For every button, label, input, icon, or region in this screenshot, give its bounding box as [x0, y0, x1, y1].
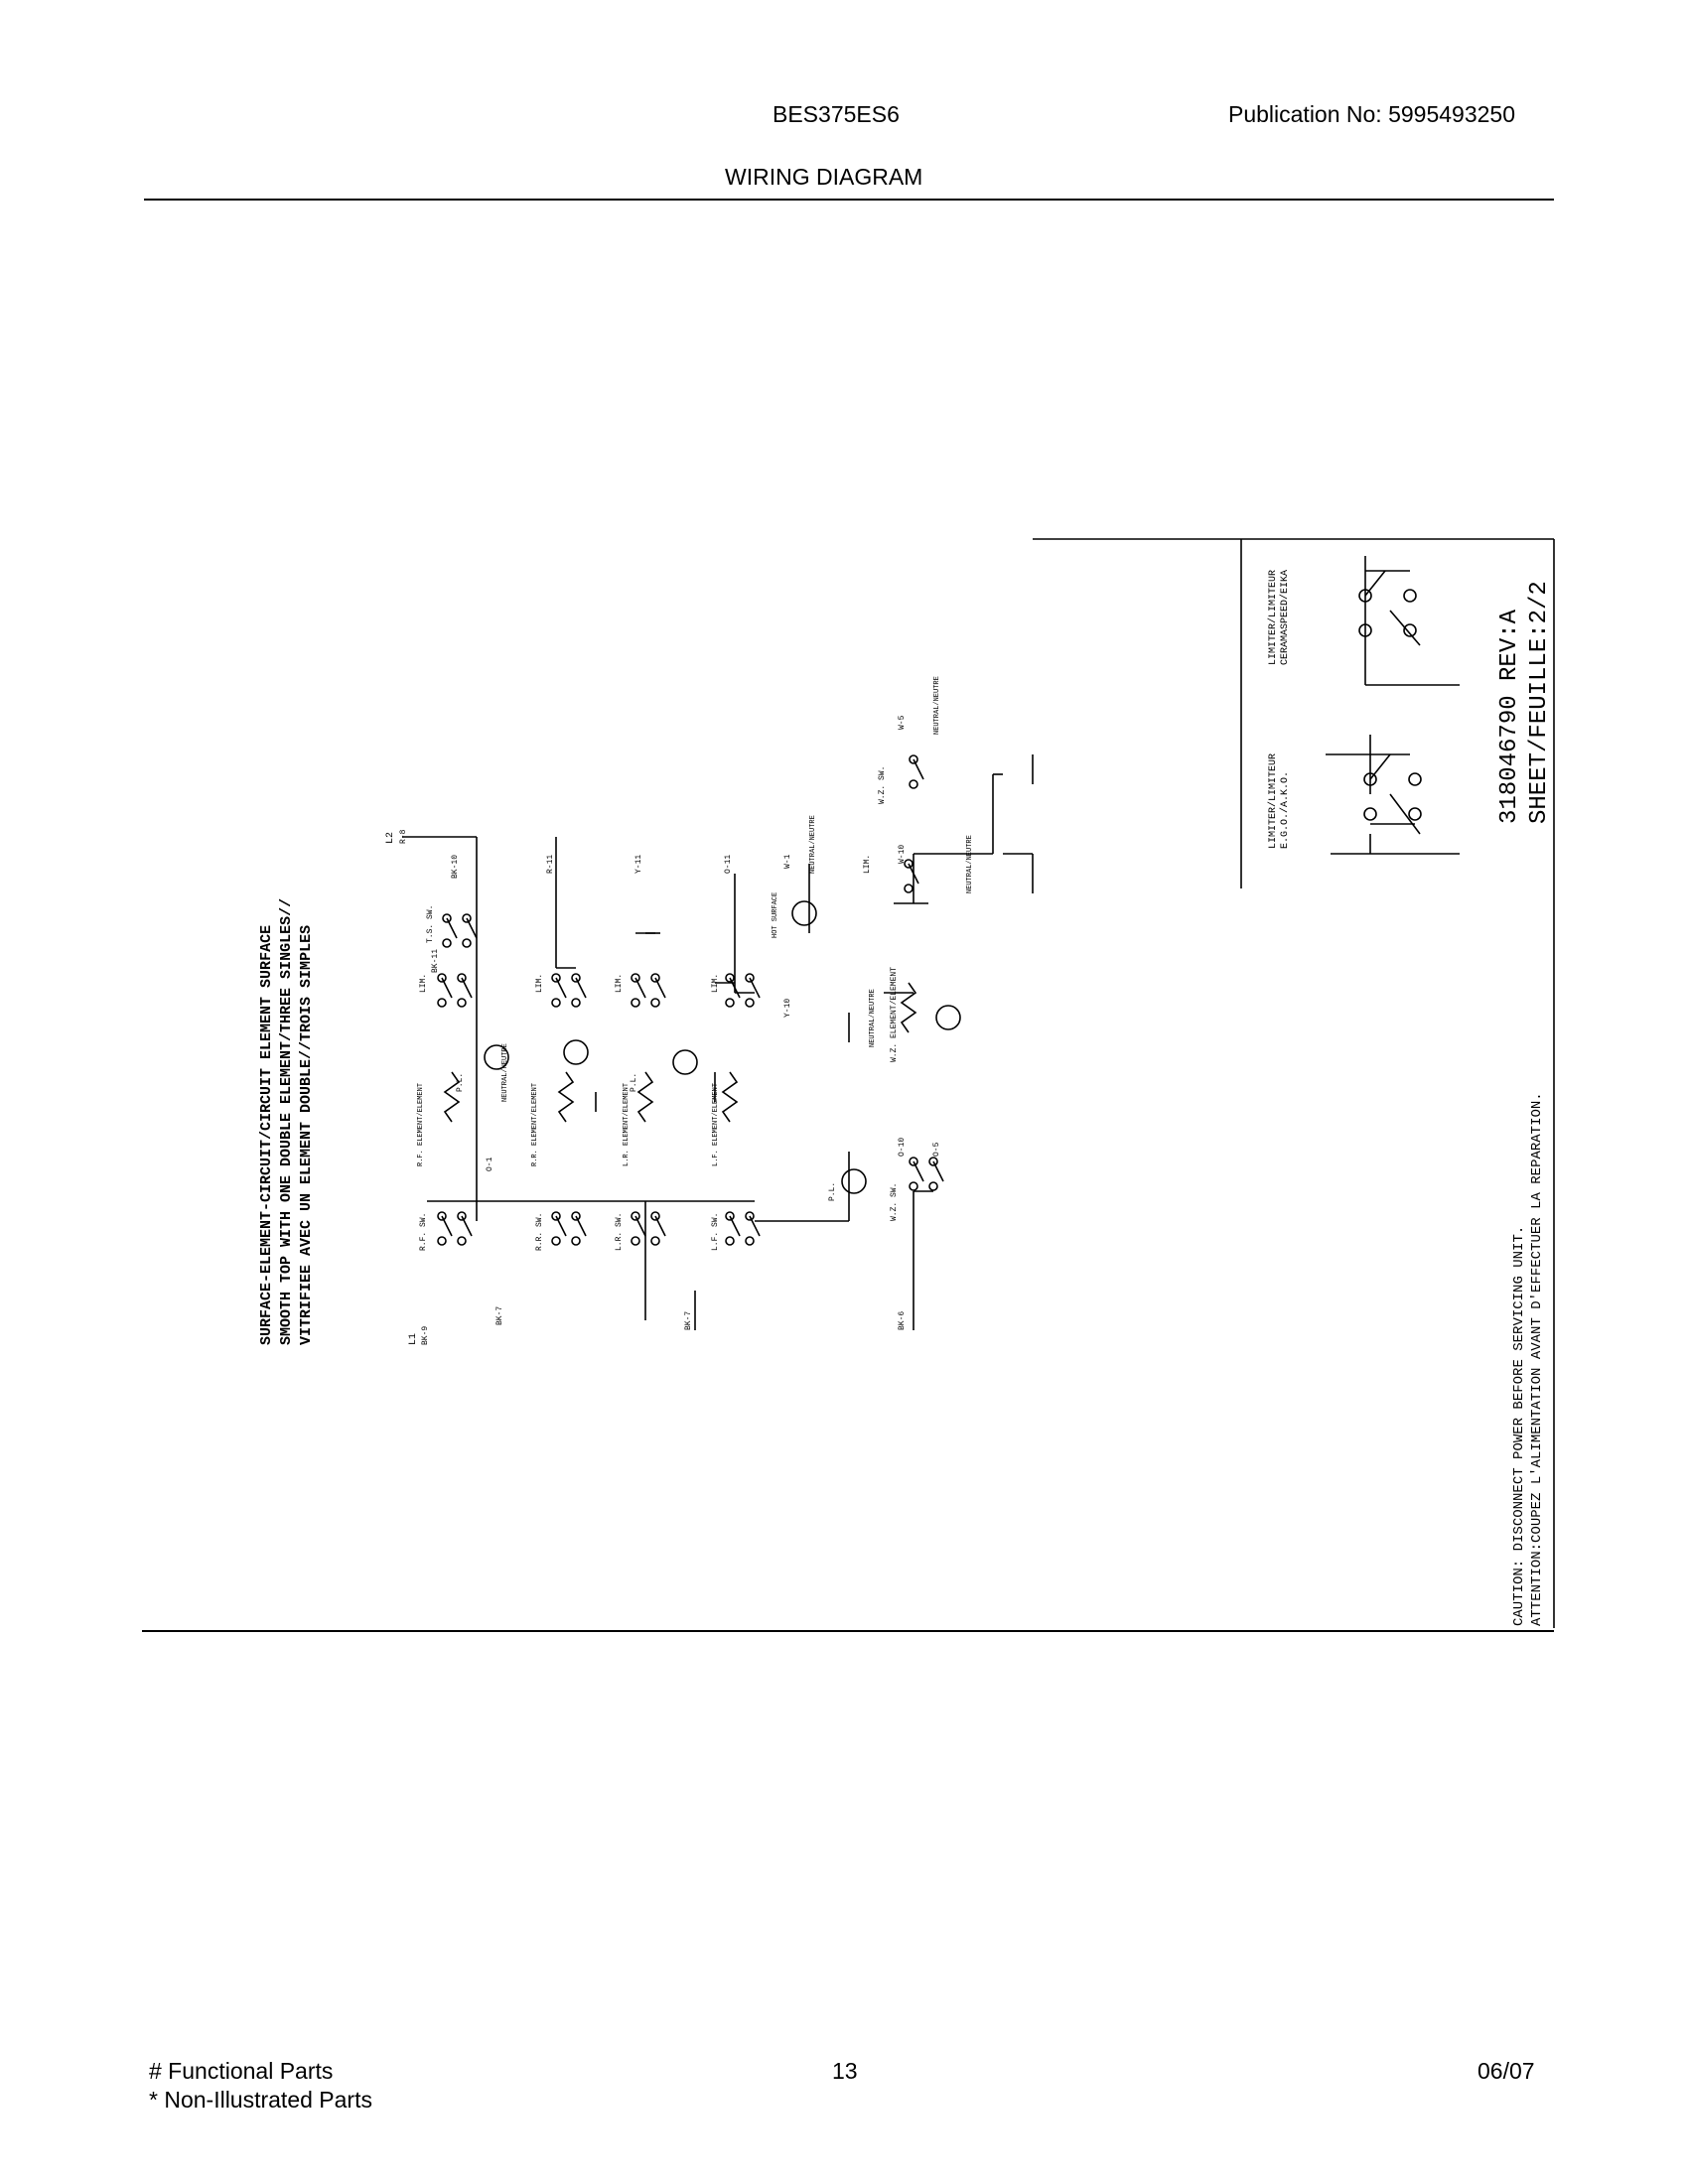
wz-lim: [904, 859, 919, 893]
label-bk7: BK-7: [495, 1306, 504, 1325]
model-number: BES375ES6: [773, 101, 900, 127]
rf-switch: [437, 1211, 473, 1246]
label-neutral-5: NEUTRAL/NEUTRE: [966, 835, 974, 893]
footer-date: 06/07: [1477, 2058, 1535, 2084]
wz-element-zigzag: [900, 982, 917, 1033]
page-title: WIRING DIAGRAM: [725, 164, 923, 190]
limiter-ceram-line-2: CERAMASPEED/EIKA: [1279, 570, 1291, 665]
label-neutral-4: NEUTRAL/NEUTRE: [933, 676, 941, 735]
label-r11: R-11: [546, 855, 555, 874]
attention-text: ATTENTION:COUPEZ L'ALIMENTATION AVANT D'…: [1529, 1092, 1545, 1626]
diagram-title-line-3: VITRIFIEE AVEC UN ELEMENT DOUBLE//TROIS …: [298, 925, 315, 1345]
label-pl-2: P.L.: [630, 1073, 638, 1092]
diagram-title-line-2: SMOOTH TOP WITH ONE DOUBLE ELEMENT/THREE…: [278, 898, 295, 1345]
wz-sw-upper: [909, 754, 924, 789]
rr-element-zigzag: [557, 1071, 575, 1123]
limiter-ego-line-1: LIMITER/LIMITEUR: [1267, 753, 1279, 849]
label-lf-sw: L.F. SW.: [711, 1213, 720, 1251]
label-o1: O-1: [486, 1157, 494, 1171]
label-r8: R-8: [399, 829, 408, 844]
rr-pilot-lamp: [563, 1039, 589, 1065]
label-bk9: BK-9: [421, 1326, 430, 1345]
label-w5: W-5: [898, 715, 907, 730]
label-lim-4: LIM.: [711, 974, 720, 993]
label-y10: Y-10: [783, 999, 792, 1018]
label-lim-5: LIM.: [863, 855, 872, 874]
label-lim-1: LIM.: [419, 974, 428, 993]
header-rule: [144, 199, 1554, 201]
diagram-title-line-1: SURFACE-ELEMENT-CIRCUIT/CIRCUIT ELEMENT …: [258, 925, 275, 1345]
rr-limiter: [551, 973, 587, 1008]
label-pl-1: P.L.: [456, 1073, 465, 1092]
rf-pilot-lamp: [484, 1044, 509, 1070]
label-neutral-1: NEUTRAL/NEUTRE: [501, 1043, 509, 1102]
pl-lamp: [841, 1168, 867, 1194]
hot-surface-lamp: [791, 900, 817, 926]
label-bk7b: BK-7: [684, 1311, 693, 1330]
lr-limiter: [631, 973, 666, 1008]
lf-switch: [725, 1211, 761, 1246]
wz-pilot-lamp: [935, 1005, 961, 1030]
footer-non-illustrated-parts: * Non-Illustrated Parts: [149, 2087, 372, 2113]
label-o5: O-5: [932, 1142, 941, 1157]
publication-number: Publication No: 5995493250: [1228, 101, 1516, 127]
lf-element-zigzag: [721, 1071, 739, 1123]
rf-element-zigzag: [443, 1071, 461, 1123]
ego-limiter-drawing: [1326, 735, 1460, 855]
label-rr-element: R.R. ELEMENT/ELEMENT: [531, 1083, 539, 1166]
label-pl-3: P.L.: [828, 1182, 837, 1201]
label-neutral-2: NEUTRAL/NEUTRE: [809, 815, 817, 874]
ts-switch: [442, 913, 478, 948]
label-o10: O-10: [898, 1138, 907, 1157]
lr-element-zigzag: [636, 1071, 654, 1123]
limiter-ego-line-2: E.G.O./A.K.O.: [1279, 771, 1291, 849]
caution-text: CAUTION: DISCONNECT POWER BEFORE SERVICI…: [1511, 1226, 1527, 1626]
label-rr-sw: R.R. SW.: [535, 1213, 544, 1251]
label-y11: Y-11: [634, 855, 643, 874]
wz-switch: [909, 1157, 944, 1191]
label-l2: L2: [385, 832, 396, 844]
label-wz-sw: W.Z. SW.: [890, 1183, 899, 1221]
label-rf-sw: R.F. SW.: [419, 1213, 428, 1251]
rf-limiter: [437, 973, 473, 1008]
label-neutral-3: NEUTRAL/NEUTRE: [869, 989, 877, 1047]
label-wz-element: W.Z. ELEMENT/ELEMENT: [890, 967, 899, 1062]
label-ts-sw: T.S. SW.: [426, 905, 435, 943]
label-rf-element: R.F. ELEMENT/ELEMENT: [417, 1083, 425, 1166]
label-bk11: BK-11: [431, 949, 440, 973]
document-number: 318046790 REV:A: [1496, 609, 1523, 824]
footer-functional-parts: # Functional Parts: [149, 2058, 334, 2084]
label-lr-element: L.R. ELEMENT/ELEMENT: [623, 1083, 631, 1166]
ceram-limiter-drawing: [1358, 556, 1460, 686]
limiter-ceram-line-1: LIMITER/LIMITEUR: [1267, 570, 1279, 665]
lf-limiter: [725, 973, 761, 1008]
label-lr-sw: L.R. SW.: [615, 1213, 624, 1251]
label-o11: O-11: [724, 855, 733, 874]
lr-switch: [631, 1211, 666, 1246]
label-w1: W-1: [783, 854, 792, 869]
lr-pilot-lamp: [672, 1049, 698, 1075]
label-wz-sw-upper: W.Z. SW.: [878, 766, 887, 804]
label-bk10: BK-10: [451, 855, 460, 879]
label-bk6: BK-6: [898, 1311, 907, 1330]
label-w10: W-10: [898, 845, 907, 864]
label-hot-surface: HOT SURFACE: [772, 892, 779, 938]
rr-switch: [551, 1211, 587, 1246]
label-lim-2: LIM.: [535, 974, 544, 993]
label-l1: L1: [408, 1333, 419, 1345]
label-lim-3: LIM.: [615, 974, 624, 993]
page-number: 13: [832, 2058, 858, 2084]
label-lf-element: L.F. ELEMENT/ELEMENT: [712, 1083, 720, 1166]
sheet-number: SHEET/FEUILLE:2/2: [1526, 581, 1553, 824]
